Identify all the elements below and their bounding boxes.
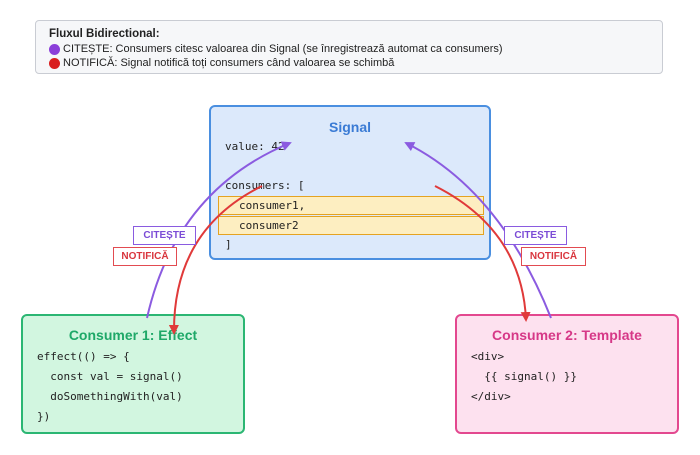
notify-label-right: NOTIFICĂ — [521, 247, 586, 266]
consumer1-code-line: effect(() => { — [37, 350, 130, 363]
consumer1-title: Consumer 1: Effect — [68, 327, 198, 343]
legend-read-row: CITEȘTE: Consumers citesc valoarea din S… — [49, 42, 662, 56]
signal-consumers-open: consumers: [ — [225, 179, 305, 192]
consumer2-code-line: </div> — [471, 390, 511, 403]
signal-value-line: value: 42 — [225, 140, 285, 153]
notify-arrow-consumer1 — [168, 185, 263, 335]
notify-label-left: NOTIFICĂ — [113, 247, 177, 266]
legend-notify-row: NOTIFICĂ: Signal notifică toți consumers… — [49, 56, 662, 70]
legend-panel: Fluxul Bidirectional: CITEȘTE: Consumers… — [35, 20, 663, 74]
consumer1-box: Consumer 1: Effect effect(() => { const … — [21, 314, 245, 434]
consumer1-code-line: }) — [37, 410, 51, 423]
consumer2-slot: consumer2 — [218, 216, 484, 235]
consumer2-code-line: <div> — [471, 350, 505, 363]
consumer2-code-line: {{ signal() }} — [471, 370, 577, 383]
consumer2-title: Consumer 2: Template — [492, 327, 642, 343]
read-arrow-consumer1 — [146, 141, 292, 319]
read-arrow-consumer2 — [404, 142, 552, 319]
legend-notify-text: NOTIFICĂ: Signal notifică toți consumers… — [63, 57, 395, 69]
red-circle-icon — [49, 57, 60, 69]
legend-read-text: CITEȘTE: Consumers citesc valoarea din S… — [63, 43, 503, 55]
consumer1-slot: consumer1, — [218, 196, 484, 215]
signal-consumers-close: ] — [225, 238, 232, 251]
read-label-left: CITEȘTE — [133, 226, 196, 245]
consumer1-code-line: const val = signal() — [37, 370, 183, 383]
consumer1-slot-label: consumer1, — [239, 199, 306, 212]
signal-box: Signal value: 42 consumers: [ consumer1,… — [209, 105, 491, 260]
consumer1-code-line: doSomethingWith(val) — [37, 390, 183, 403]
notify-arrow-consumer2 — [434, 185, 531, 322]
consumer2-box: Consumer 2: Template <div> {{ signal() }… — [455, 314, 679, 434]
purple-circle-icon — [49, 43, 60, 55]
signal-title: Signal — [328, 119, 371, 135]
read-label-right: CITEȘTE — [504, 226, 567, 245]
consumer2-slot-label: consumer2 — [239, 219, 299, 232]
legend-title: Fluxul Bidirectional: — [49, 28, 160, 40]
